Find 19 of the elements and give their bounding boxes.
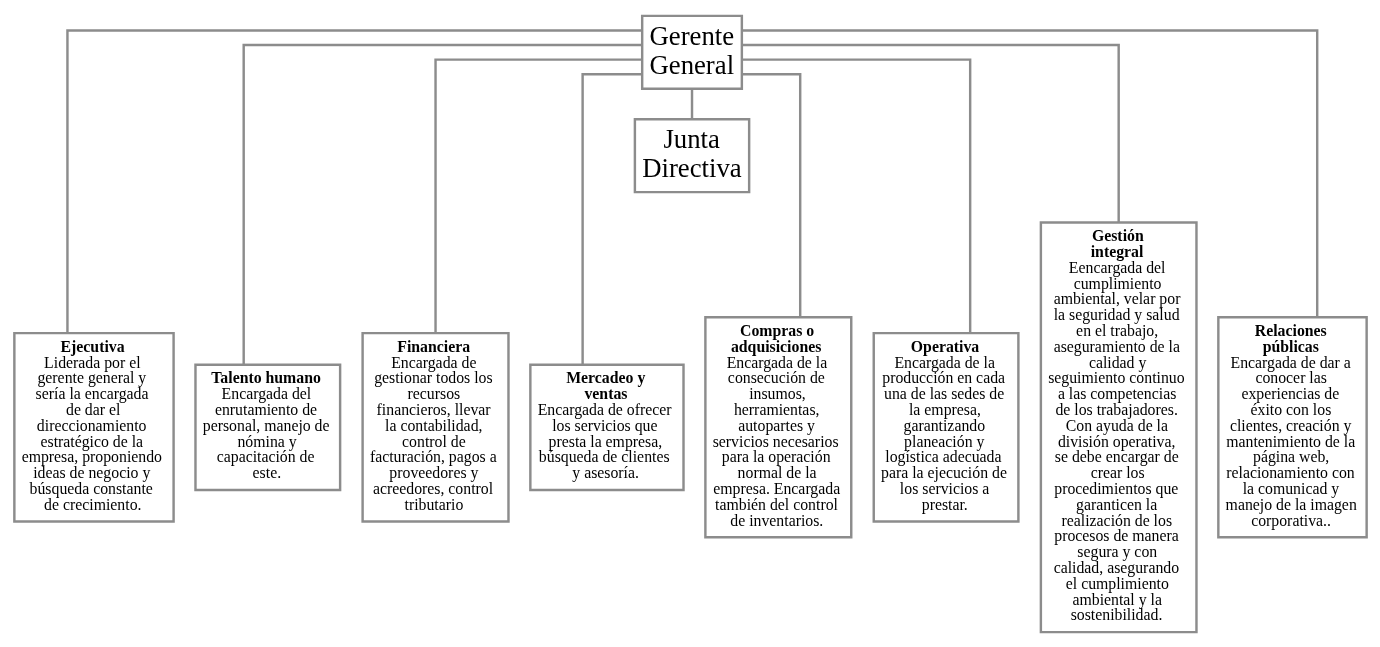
node-box: Relaciones públicas Encargada de dar a conocer las experiencias de éxito con los clientes, creación y mantenimiento de la página web, relacionamiento con la comunicad y manejo de la imagen corporativa.. xyxy=(1216,315,1368,539)
connector xyxy=(65,28,642,333)
node-box: Operativa Encargada de la producción en cada una de las sedes de la empresa, garantizando planeación y logística adecuada para la ejecución de los servicios a prestar. xyxy=(872,331,1020,523)
node-box: Financiera Encargada de gestionar todos los recursos financieros, llevar la contabilidad, control de facturación, pagos a proveedores y acreedores, control tributario xyxy=(360,331,510,523)
node-box: Mercadeo y ventas Encargada de ofrecer los servicios que presta la empresa, búsqueda de clientes y asesoría. xyxy=(528,363,685,491)
connector xyxy=(741,72,801,317)
connector xyxy=(580,72,642,365)
connector xyxy=(433,57,642,333)
connector xyxy=(741,28,1318,317)
node-box: Junta Directiva xyxy=(633,117,750,193)
connector xyxy=(741,43,1120,222)
node-box: Talento humano Encargada del enrutamiento de personal, manejo de nómina y capacitación de este. xyxy=(193,363,341,491)
connector xyxy=(741,57,971,333)
connector xyxy=(690,88,693,119)
connector xyxy=(241,43,642,365)
node-box: Gerente General xyxy=(640,14,743,90)
node-box: Ejecutiva Liderada por el gerente general y sería la encargada de dar el direccionamiento estratégico de la empresa, proponiendo ideas de negocio y búsqueda constante de crecimiento. xyxy=(12,331,175,523)
node-box: Compras o adquisiciones Encargada de la consecución de insumos, herramientas, autopartes y servicios necesarios para la operación normal de la empresa. Encargada también del control de inventarios. xyxy=(703,315,852,539)
node-box: Gestión integral Eencargada del cumplimiento ambiental, velar por la seguridad y salud en el trabajo, aseguramiento de la calidad y seguimiento continuo a las competencias de los trabajadores. Con ayuda de la división operativa, se debe encargar de crear los procedimientos que garanticen la realización de los procesos de manera segura y con calidad, asegurando el cumplimiento ambiental y la sostenibilidad. xyxy=(1039,220,1198,633)
